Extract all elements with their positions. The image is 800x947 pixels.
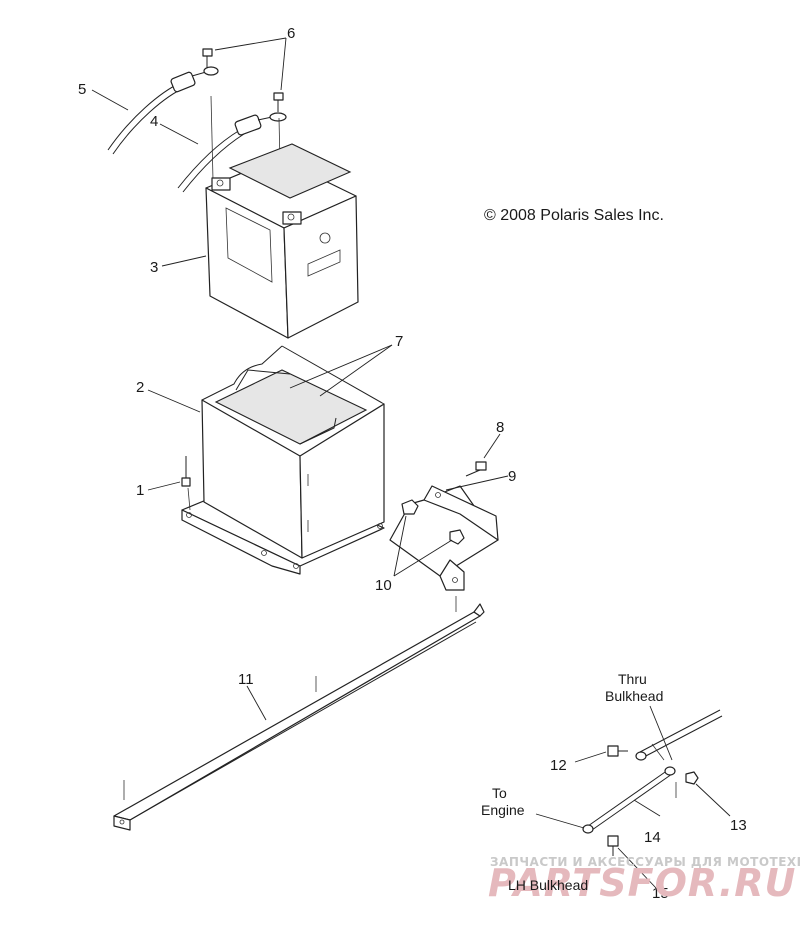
battery (205, 143, 359, 339)
bolt-8 (465, 461, 487, 477)
nut-10b (449, 529, 465, 545)
callout-14: 14 (644, 829, 661, 846)
callout-4: 4 (150, 113, 158, 130)
bracket-9 (389, 485, 499, 591)
rod-14 (582, 766, 676, 834)
callout-12: 12 (550, 757, 567, 774)
callout-1: 1 (136, 482, 144, 499)
callout-10: 10 (375, 577, 392, 594)
note-to: To (492, 785, 507, 801)
callout-8: 8 (496, 419, 504, 436)
support-rail-11 (113, 603, 485, 831)
callout-5: 5 (78, 81, 86, 98)
battery-cable-4 (177, 112, 287, 193)
bolt-6a (202, 48, 213, 68)
bolt-15 (607, 835, 619, 856)
battery-cable-5 (107, 66, 219, 155)
battery-box (181, 345, 385, 575)
watermark-logo: PARTSFOR.RU (488, 861, 796, 905)
bolt-12 (607, 745, 628, 757)
copyright-notice: © 2008 Polaris Sales Inc. (484, 207, 664, 224)
callout-3: 3 (150, 259, 158, 276)
cable-thru-bulkhead (635, 709, 723, 761)
callout-6: 6 (287, 25, 295, 42)
leader-lines (91, 37, 731, 889)
watermark-tagline: ЗАПЧАСТИ И АКСЕССУАРЫ ДЛЯ МОТОТЕХНИКИ (490, 855, 800, 869)
nut-10a (401, 499, 419, 515)
callout-11: 11 (238, 671, 254, 688)
note-engine: Engine (481, 802, 525, 818)
callout-7: 7 (395, 333, 403, 350)
callout-2: 2 (136, 379, 144, 396)
callout-15: 15 (652, 885, 669, 902)
bolt-6b (273, 92, 284, 112)
nut-13 (685, 771, 699, 785)
note-bulkhead: Bulkhead (605, 688, 663, 704)
callout-13: 13 (730, 817, 747, 834)
screw-1 (181, 456, 191, 511)
callout-9: 9 (508, 468, 516, 485)
note-thru: Thru (618, 671, 647, 687)
note-lh-bulkhead: LH Bulkhead (508, 877, 588, 893)
